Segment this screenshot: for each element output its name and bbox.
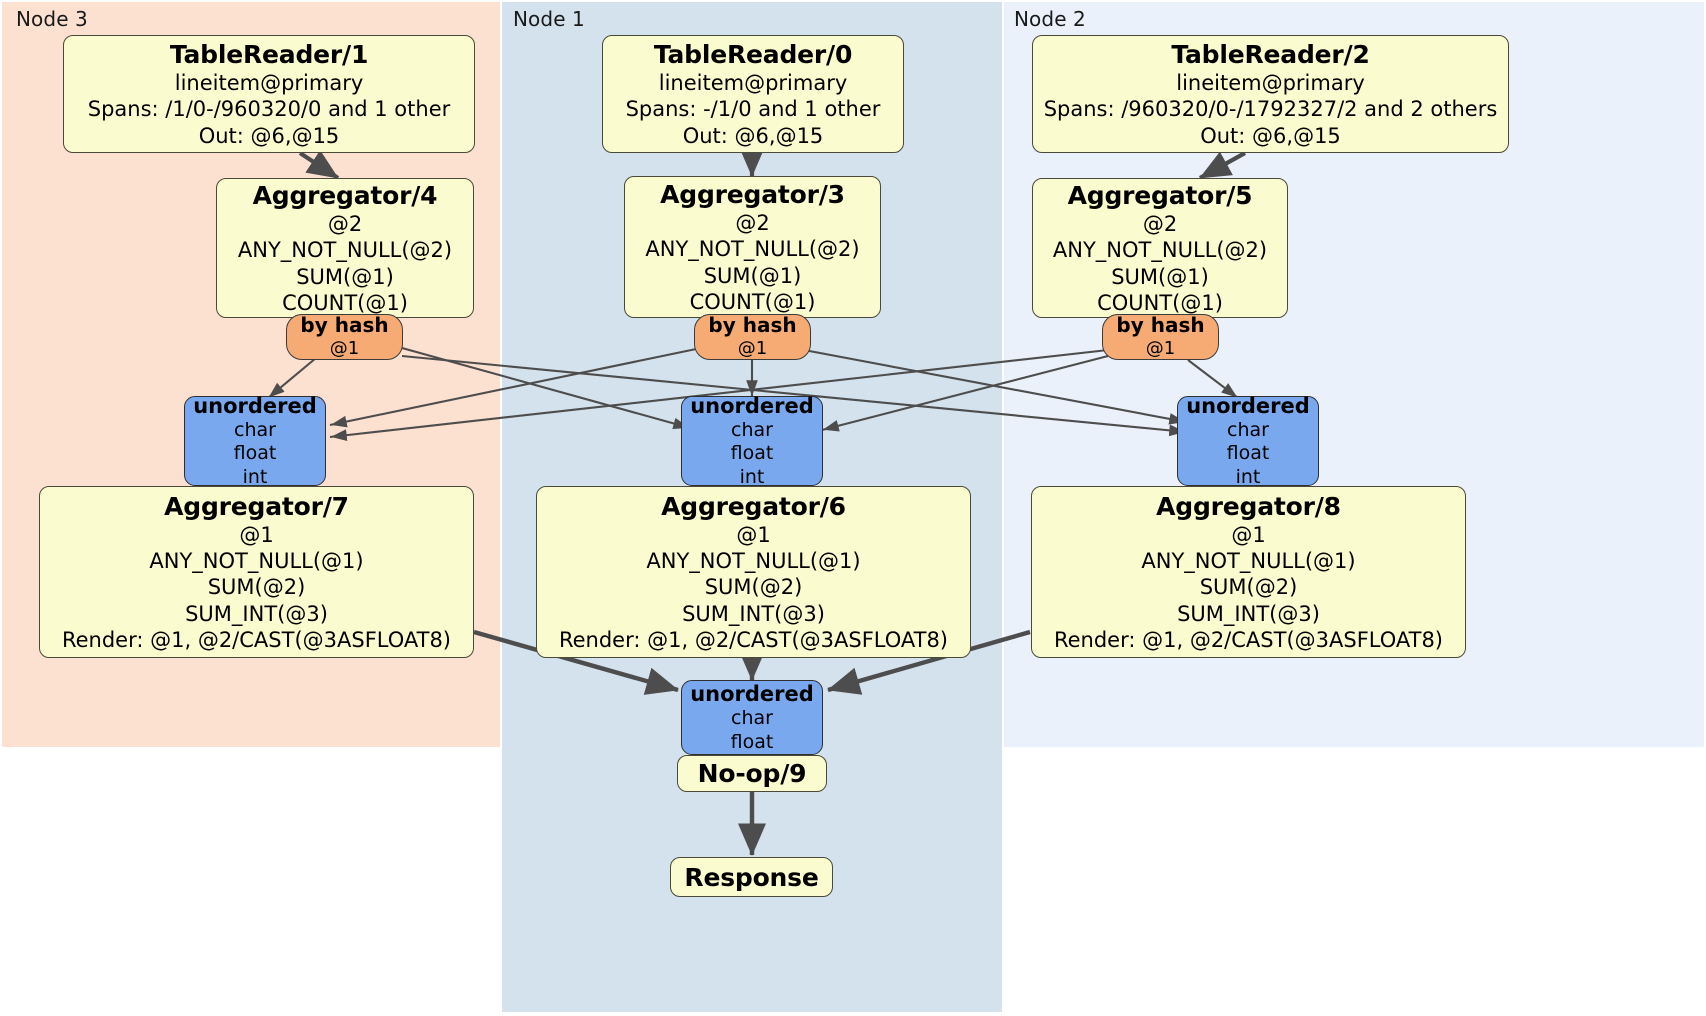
synchronizer-type-line: int xyxy=(242,465,268,488)
processor-detail-line: SUM(@2) xyxy=(207,575,306,600)
processor-detail-line: SUM_INT(@3) xyxy=(185,601,328,626)
router-detail-line: @1 xyxy=(737,338,768,360)
synchronizer-type-line: float xyxy=(730,442,774,465)
synchronizer-type-line: char xyxy=(731,418,773,441)
synchronizer-unordered-right[interactable]: unordered char float int xyxy=(1177,393,1319,488)
router-title: by hash xyxy=(708,313,797,338)
synchronizer-type-line: int xyxy=(739,465,765,488)
node-label-node1: Node 1 xyxy=(513,7,585,31)
processor-detail-line: ANY_NOT_NULL(@1) xyxy=(646,549,861,574)
processor-aggregator-5[interactable]: Aggregator/5 @2 ANY_NOT_NULL(@2) SUM(@1)… xyxy=(1032,178,1288,318)
synchronizer-type-line: char xyxy=(1227,418,1269,441)
processor-title: No-op/9 xyxy=(697,759,807,788)
processor-title: Aggregator/4 xyxy=(252,181,438,211)
synchronizer-unordered-center[interactable]: unordered char float int xyxy=(681,393,823,488)
processor-detail-line: Spans: -/1/0 and 1 other xyxy=(625,97,881,122)
processor-no-op-9[interactable]: No-op/9 xyxy=(677,755,827,792)
processor-aggregator-4[interactable]: Aggregator/4 @2 ANY_NOT_NULL(@2) SUM(@1)… xyxy=(216,178,474,318)
processor-detail-line: Spans: /1/0-/960320/0 and 1 other xyxy=(87,97,451,122)
router-title: by hash xyxy=(1116,313,1205,338)
synchronizer-type-line: char xyxy=(234,418,276,441)
processor-detail-line: Out: @6,@15 xyxy=(682,123,824,148)
synchronizer-type-line: float xyxy=(1226,442,1270,465)
processor-detail-line: COUNT(@1) xyxy=(1097,290,1223,315)
processor-detail-line: COUNT(@1) xyxy=(282,290,408,315)
processor-title: Aggregator/3 xyxy=(660,180,845,210)
synchronizer-title: unordered xyxy=(193,393,317,418)
processor-table-reader-2[interactable]: TableReader/2 lineitem@primary Spans: /9… xyxy=(1032,35,1509,153)
processor-detail-line: @1 xyxy=(239,523,274,548)
processor-detail-line: ANY_NOT_NULL(@1) xyxy=(149,549,364,574)
processor-detail-line: Spans: /960320/0-/1792327/2 and 2 others xyxy=(1043,97,1498,122)
synchronizer-unordered-left[interactable]: unordered char float int xyxy=(184,393,326,488)
processor-detail-line: COUNT(@1) xyxy=(689,289,816,314)
processor-detail-line: ANY_NOT_NULL(@2) xyxy=(237,238,453,263)
processor-render-line: Render: @1, @2/CAST(@3ASFLOAT8) xyxy=(558,627,949,652)
processor-detail-line: lineitem@primary xyxy=(658,71,848,96)
processor-title: TableReader/2 xyxy=(1171,40,1370,70)
processor-render-line: Render: @1, @2/CAST(@3ASFLOAT8) xyxy=(1053,627,1444,652)
router-detail-line: @1 xyxy=(1145,338,1176,360)
synchronizer-type-line: float xyxy=(233,442,277,465)
processor-detail-line: lineitem@primary xyxy=(174,71,364,96)
processor-aggregator-7[interactable]: Aggregator/7 @1 ANY_NOT_NULL(@1) SUM(@2)… xyxy=(39,486,474,658)
processor-title: Aggregator/8 xyxy=(1156,492,1341,522)
processor-aggregator-3[interactable]: Aggregator/3 @2 ANY_NOT_NULL(@2) SUM(@1)… xyxy=(624,176,881,318)
processor-detail-line: lineitem@primary xyxy=(1176,71,1365,96)
processor-aggregator-8[interactable]: Aggregator/8 @1 ANY_NOT_NULL(@1) SUM(@2)… xyxy=(1031,486,1466,658)
synchronizer-title: unordered xyxy=(690,681,814,706)
processor-detail-line: SUM(@1) xyxy=(1111,264,1209,289)
synchronizer-title: unordered xyxy=(1186,393,1310,418)
processor-response[interactable]: Response xyxy=(670,857,833,897)
synchronizer-type-line: char xyxy=(731,706,773,729)
processor-aggregator-6[interactable]: Aggregator/6 @1 ANY_NOT_NULL(@1) SUM(@2)… xyxy=(536,486,971,658)
processor-title: Aggregator/7 xyxy=(164,492,349,522)
processor-detail-line: Out: @6,@15 xyxy=(198,123,340,148)
router-detail-line: @1 xyxy=(329,338,360,360)
synchronizer-unordered-final[interactable]: unordered char float xyxy=(681,680,823,755)
processor-detail-line: SUM(@1) xyxy=(296,264,394,289)
router-by-hash-left[interactable]: by hash @1 xyxy=(286,313,403,360)
processor-title: Aggregator/5 xyxy=(1067,181,1253,211)
processor-detail-line: @2 xyxy=(327,212,363,237)
synchronizer-type-line: int xyxy=(1235,465,1261,488)
processor-detail-line: @1 xyxy=(1231,523,1266,548)
processor-detail-line: @2 xyxy=(735,211,770,236)
processor-detail-line: SUM(@1) xyxy=(703,263,802,288)
processor-render-line: Render: @1, @2/CAST(@3ASFLOAT8) xyxy=(61,627,452,652)
processor-table-reader-0[interactable]: TableReader/0 lineitem@primary Spans: -/… xyxy=(602,35,904,153)
router-title: by hash xyxy=(300,313,389,338)
synchronizer-title: unordered xyxy=(690,393,814,418)
node-label-node3: Node 3 xyxy=(16,7,88,31)
processor-detail-line: SUM_INT(@3) xyxy=(1177,601,1320,626)
processor-detail-line: ANY_NOT_NULL(@2) xyxy=(645,237,860,262)
processor-detail-line: SUM_INT(@3) xyxy=(682,601,825,626)
processor-detail-line: SUM(@2) xyxy=(1199,575,1298,600)
processor-detail-line: ANY_NOT_NULL(@2) xyxy=(1052,238,1268,263)
processor-detail-line: Out: @6,@15 xyxy=(1200,123,1341,148)
processor-detail-line: SUM(@2) xyxy=(704,575,803,600)
processor-detail-line: @1 xyxy=(736,523,771,548)
processor-detail-line: @2 xyxy=(1142,212,1178,237)
processor-table-reader-1[interactable]: TableReader/1 lineitem@primary Spans: /1… xyxy=(63,35,475,153)
processor-title: TableReader/1 xyxy=(169,40,369,70)
router-by-hash-center[interactable]: by hash @1 xyxy=(694,313,811,360)
router-by-hash-right[interactable]: by hash @1 xyxy=(1102,313,1219,360)
processor-title: TableReader/0 xyxy=(653,40,853,70)
processor-title: Response xyxy=(684,862,819,892)
node-label-node2: Node 2 xyxy=(1014,7,1086,31)
processor-detail-line: ANY_NOT_NULL(@1) xyxy=(1141,549,1356,574)
synchronizer-type-line: float xyxy=(730,730,774,753)
processor-title: Aggregator/6 xyxy=(661,492,846,522)
